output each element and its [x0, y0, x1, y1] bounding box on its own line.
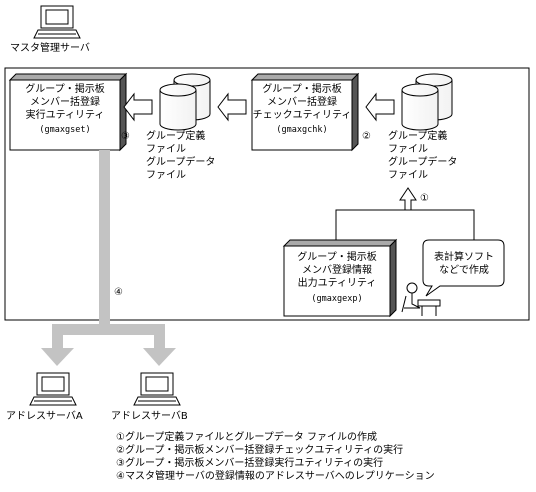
master-server-icon [33, 5, 81, 39]
master-server-label: マスタ管理サーバ [10, 43, 90, 54]
set-utility-box [8, 72, 128, 152]
legend-item-2: ②グループ・掲示板メンバー括登録チェックユティリティの実行 [116, 445, 404, 456]
arrow-chk-to-files [217, 92, 247, 122]
step1-connector [335, 187, 475, 240]
group-files-left-icon [159, 73, 211, 131]
chk-box-line2: メンバー括登録 [267, 97, 337, 108]
files-left-line4: ファイル [146, 170, 186, 181]
legend-item-1: ①グループ定義ファイルとグループデータ ファイルの作成 [116, 432, 377, 443]
address-server-b-label: アドレスサーバB [111, 411, 188, 422]
files-left-line1: グループ定義 [146, 131, 206, 142]
set-box-line1: グループ・掲示板 [25, 84, 105, 95]
chk-box-command: (gmaxgchk) [276, 125, 328, 135]
replication-arrows [41, 150, 176, 366]
step3-marker: ③ [121, 131, 130, 142]
spreadsheet-note-line2: などで作成 [439, 265, 489, 276]
files-right-line1: グループ定義 [388, 131, 448, 142]
legend-item-4: ④マスタ管理サーバの登録情報のアドレスサーバへのレプリケーション [116, 471, 435, 482]
legend-item-3: ③グループ・掲示板メンバー括登録実行ユティリティの実行 [116, 458, 384, 469]
group-files-right-icon [401, 73, 453, 131]
arrow-files-to-chk [365, 92, 395, 122]
exp-utility-box [282, 238, 398, 318]
files-left-line2: ファイル [146, 144, 186, 155]
set-box-line2: メンバー括登録 [30, 97, 100, 108]
spreadsheet-bubble [422, 239, 505, 297]
files-right-line2: ファイル [388, 144, 428, 155]
exp-box-line3: 出力ユティリティ [297, 278, 377, 289]
step4-marker: ④ [114, 287, 123, 298]
exp-box-line1: グループ・掲示板 [297, 252, 377, 263]
set-box-line3: 実行ユティリティ [25, 110, 105, 121]
exp-box-line2: メンバ登録情報 [302, 265, 372, 276]
spreadsheet-note-line1: 表計算ソフト [434, 252, 494, 263]
person-icon [401, 282, 441, 316]
chk-box-line1: グループ・掲示板 [262, 84, 342, 95]
master-server-frame [4, 67, 530, 321]
exp-box-command: (gmaxgexp) [311, 294, 363, 304]
files-right-line3: グループデータ [388, 157, 458, 168]
files-right-line4: ファイル [388, 170, 428, 181]
chk-utility-box [250, 72, 360, 152]
address-server-a-icon [29, 372, 77, 406]
files-left-line3: グループデータ [146, 157, 216, 168]
chk-box-line3: チェックユティリティ [252, 110, 352, 121]
step2-marker: ② [362, 131, 371, 142]
step1-marker: ① [420, 193, 429, 204]
address-server-a-label: アドレスサーバA [6, 411, 83, 422]
address-server-b-icon [133, 372, 181, 406]
arrow-files-to-set [123, 92, 153, 122]
set-box-command: (gmaxgset) [39, 125, 91, 135]
